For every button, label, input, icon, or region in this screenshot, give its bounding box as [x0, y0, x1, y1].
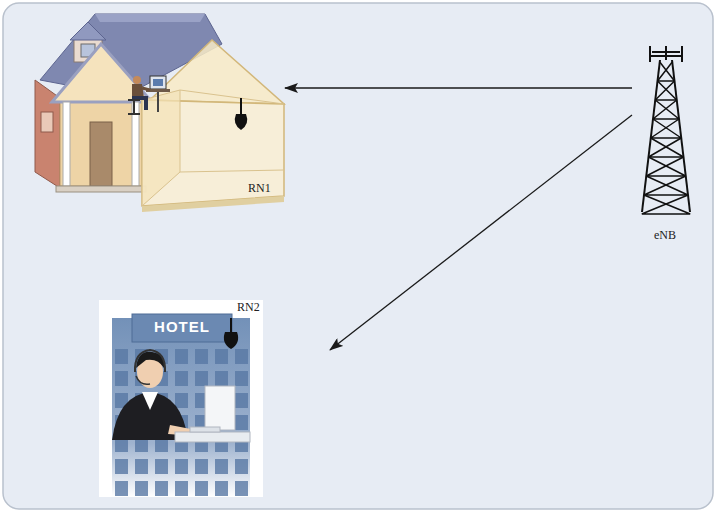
hotel-building-part — [112, 318, 250, 497]
person-with-headset-part — [135, 350, 165, 372]
signal-arrow — [330, 115, 632, 350]
antenna-tower-part — [642, 62, 690, 214]
person-at-computer-part — [142, 88, 150, 90]
person-with-headset — [112, 350, 196, 440]
person-with-headset-part — [142, 392, 158, 410]
node-label: RN2 — [237, 300, 260, 315]
relay-node-device — [224, 318, 238, 349]
relay-node-device-part — [240, 98, 242, 114]
lattice-strut — [642, 195, 690, 214]
dormer-part — [70, 22, 106, 40]
background-panel-part — [3, 3, 713, 509]
computer-part — [190, 427, 220, 432]
person-at-computer — [128, 76, 170, 114]
person-at-computer-part — [133, 76, 141, 84]
cutaway-room-part — [180, 170, 284, 172]
node-label: eNB — [654, 228, 676, 243]
hotel-building-part — [132, 314, 232, 342]
lattice-strut — [655, 81, 676, 100]
lattice-strut — [649, 138, 684, 157]
porch-part — [63, 102, 70, 186]
signal-arrow — [285, 87, 632, 88]
brick-wall-part — [41, 112, 53, 132]
cutaway-room — [142, 40, 284, 212]
house-node: RN1 — [30, 5, 285, 210]
hotel-node: HOTEL RN2 — [98, 300, 330, 497]
person-at-computer-part — [157, 92, 159, 112]
porch — [52, 44, 152, 192]
house-back-roof-part — [95, 14, 205, 22]
base-station-node: eNB — [632, 40, 705, 250]
person-at-computer-part — [150, 76, 166, 89]
tower-illustration — [632, 40, 705, 250]
house-illustration — [30, 5, 285, 210]
node-label: RN1 — [248, 181, 271, 196]
antenna-tower — [642, 46, 690, 214]
person-at-computer-part — [153, 79, 163, 86]
porch-part — [52, 44, 152, 102]
computer-part — [205, 386, 235, 430]
background-panel-part — [99, 300, 263, 497]
hotel-illustration — [98, 300, 330, 497]
lattice-strut — [658, 62, 675, 81]
hotel-building — [112, 314, 250, 497]
person-at-computer-part — [132, 84, 144, 98]
relay-node-device-part — [230, 318, 232, 332]
lattice-strut — [651, 119, 681, 138]
antenna-tower-part — [650, 52, 682, 56]
lattice-strut — [644, 176, 688, 195]
porch-part — [60, 100, 142, 186]
hotel-building-part — [112, 346, 250, 496]
relay-node-device-part — [235, 114, 247, 130]
relay-node-device — [235, 98, 247, 130]
person-at-computer-part — [128, 100, 140, 114]
porch-part — [90, 122, 112, 186]
cutaway-room-part — [142, 196, 284, 212]
relay-node-device-part — [224, 332, 238, 349]
antenna-tower-part — [649, 46, 651, 62]
porch-part — [56, 186, 146, 192]
cutaway-room-part — [180, 90, 284, 104]
computer — [175, 386, 250, 442]
computer-part — [175, 432, 250, 442]
sign-text: HOTEL — [154, 318, 210, 335]
lattice-strut — [653, 100, 679, 119]
lattice-strut — [646, 157, 685, 176]
person-with-headset-part — [136, 376, 150, 384]
antenna-tower-part — [681, 46, 683, 62]
